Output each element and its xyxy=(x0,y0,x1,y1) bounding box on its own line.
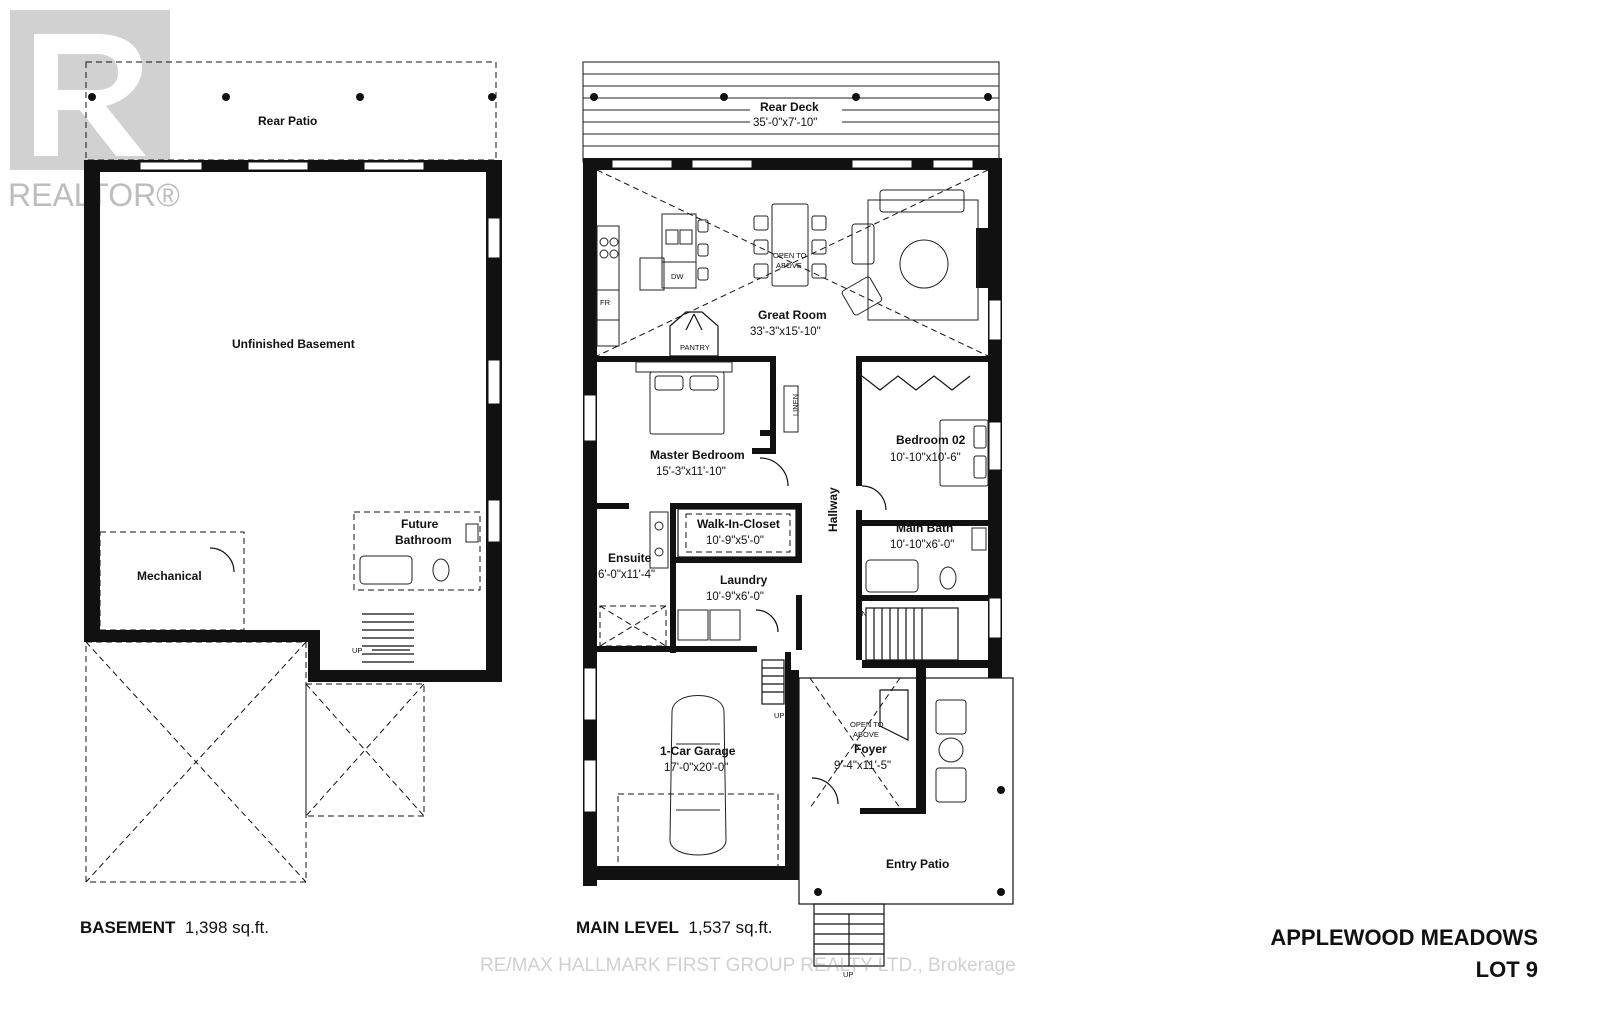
rear-patio-outline xyxy=(85,61,497,161)
entry-stair-up-label: UP xyxy=(843,970,853,979)
mechanical-label: Mechanical xyxy=(137,569,202,583)
master-bedroom: LINEN Master Bedroom 15'-3"x11'-10" xyxy=(635,361,800,487)
pantry-label: PANTRY xyxy=(680,343,710,352)
open-to-above-label-2: ABOVE xyxy=(776,261,802,270)
garage-door-outline xyxy=(617,793,779,869)
ensuite-label: Ensuite xyxy=(608,551,652,565)
bedroom-02: Bedroom 02 10'-10"x10'-6" xyxy=(861,375,989,511)
great-room: FR DW OPEN TO ABOVE PANTRY Gre xyxy=(596,169,989,357)
bathtub-icon xyxy=(359,555,413,585)
fridge-label: FR xyxy=(600,298,611,307)
basement-caption: BASEMENT 1,398 sq.ft. xyxy=(80,918,269,938)
vanity-icon xyxy=(649,511,669,569)
bedroom-02-label: Bedroom 02 xyxy=(896,433,966,447)
bedroom-02-dims: 10'-10"x10'-6" xyxy=(890,452,961,464)
headboard xyxy=(635,361,733,373)
basement-crawlspace xyxy=(85,641,425,883)
future-bathroom-label-line1: Future xyxy=(401,517,439,531)
project-lot: LOT 9 xyxy=(1475,957,1538,982)
brokerage-watermark: RE/MAX HALLMARK FIRST GROUP REALTY LTD.,… xyxy=(480,955,1016,976)
great-room-label: Great Room xyxy=(758,308,827,322)
basement-stair-up-label: UP xyxy=(352,646,362,655)
main-level-caption-title: MAIN LEVEL xyxy=(576,918,679,937)
living-rug xyxy=(867,199,979,321)
mechanical-outline xyxy=(99,531,245,631)
master-bedroom-label: Master Bedroom xyxy=(650,448,745,462)
ensuite: Ensuite 6'-0"x11'-4" xyxy=(598,511,669,647)
foyer-open-to-above-1: OPEN TO xyxy=(850,720,884,729)
project-title-block: APPLEWOOD MEADOWS LOT 9 xyxy=(1270,922,1538,986)
main-level-caption-area: 1,537 sq.ft. xyxy=(688,918,773,937)
fridge-icon xyxy=(596,289,620,321)
entry-patio-label: Entry Patio xyxy=(886,857,949,871)
main-level-plan: Rear Deck 35'-0"x7'-10" FR xyxy=(582,61,1014,979)
entry-patio: Entry Patio UP xyxy=(798,677,1014,979)
bathtub-icon xyxy=(865,559,919,593)
main-bath: Main Bath 10'-10"x6'-0" xyxy=(865,521,987,593)
sink-icon xyxy=(971,527,987,551)
main-bath-dims: 10'-10"x6'-0" xyxy=(890,539,954,551)
coffee-table-icon xyxy=(899,239,949,289)
open-to-above-label-1: OPEN TO xyxy=(773,251,807,260)
dining-table xyxy=(771,203,809,287)
main-bath-label: Main Bath xyxy=(896,521,953,535)
project-name: APPLEWOOD MEADOWS xyxy=(1270,925,1538,950)
sofa-icon xyxy=(879,189,965,213)
laundry: Laundry 10'-9"x6'-0" xyxy=(677,573,779,641)
master-bedroom-dims: 15'-3"x11'-10" xyxy=(656,466,726,478)
patio-chair-icon xyxy=(935,767,967,803)
dishwasher-label: DW xyxy=(671,272,684,281)
laundry-dims: 10'-9"x6'-0" xyxy=(706,591,764,603)
kitchen-counter xyxy=(596,225,620,347)
future-bathroom-outline xyxy=(353,511,481,591)
toilet-icon xyxy=(939,566,957,590)
hallway-label: Hallway xyxy=(826,487,840,532)
sink-icon xyxy=(465,523,479,543)
garage-label: 1-Car Garage xyxy=(660,744,736,758)
basement-plan: Rear Patio Unfinished Basement Mechanica… xyxy=(84,61,502,883)
foyer-label: Foyer xyxy=(854,742,887,756)
great-room-dims: 33'-3"x15'-10" xyxy=(750,326,821,338)
basement-caption-area: 1,398 sq.ft. xyxy=(184,918,269,937)
bed-icon xyxy=(649,371,725,435)
rear-deck-dims: 35'-0"x7'-10" xyxy=(753,117,817,129)
garage-stair-up-label: UP xyxy=(774,711,784,720)
toilet-icon xyxy=(432,558,450,582)
rear-patio-label: Rear Patio xyxy=(258,114,317,128)
dryer-icon xyxy=(709,609,741,641)
unfinished-basement-label: Unfinished Basement xyxy=(232,337,355,351)
car-icon xyxy=(669,695,727,856)
main-stairs-down: DN xyxy=(856,607,959,661)
walk-in-closet-dims: 10'-9"x5'-0" xyxy=(706,535,764,547)
future-bathroom-label-line2: Bathroom xyxy=(395,533,452,547)
foyer-dims: 9'-4"x11'-5" xyxy=(834,760,891,772)
rear-deck: Rear Deck 35'-0"x7'-10" xyxy=(582,61,1000,163)
washer-icon xyxy=(677,609,709,641)
walk-in-closet: Walk-In-Closet 10'-9"x5'-0" xyxy=(677,508,797,558)
shower-outline xyxy=(599,605,667,647)
foyer: OPEN TO ABOVE Foyer 9'-4"x11'-5" xyxy=(809,668,926,814)
basement-caption-title: BASEMENT xyxy=(80,918,176,937)
patio-table-icon xyxy=(938,737,964,763)
laundry-label: Laundry xyxy=(720,573,768,587)
rear-deck-label: Rear Deck xyxy=(760,100,819,114)
walk-in-closet-label: Walk-In-Closet xyxy=(697,517,780,531)
garage: 1-Car Garage 17'-0"x20'-0" UP xyxy=(617,652,791,869)
garage-dims: 17'-0"x20'-0" xyxy=(664,762,728,774)
patio-chair-icon xyxy=(935,699,967,735)
linen-closet xyxy=(783,385,799,433)
ensuite-dims: 6'-0"x11'-4" xyxy=(598,569,655,581)
bed-icon xyxy=(939,419,989,487)
main-stair-dn-label: DN xyxy=(856,609,867,618)
basement-stairs: UP xyxy=(352,613,414,663)
foyer-open-to-above-2: ABOVE xyxy=(853,730,879,739)
main-level-caption: MAIN LEVEL 1,537 sq.ft. xyxy=(576,918,773,938)
linen-label: LINEN xyxy=(791,394,800,416)
